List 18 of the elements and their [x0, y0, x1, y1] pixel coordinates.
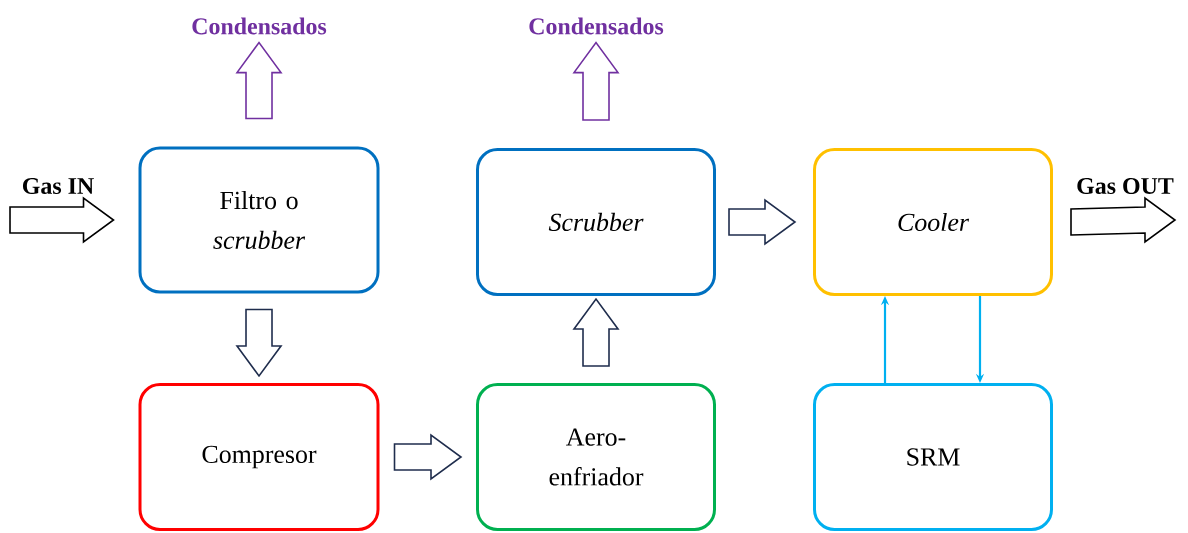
condensate-label: Condensados — [529, 17, 664, 35]
process-box: Scrubber — [476, 148, 716, 296]
process-box: Aero- enfriador — [476, 383, 716, 531]
process-box: Cooler — [813, 148, 1053, 296]
condensate-label: Condensados — [192, 17, 327, 35]
block-arrow — [393, 433, 463, 481]
process-box: Filtro o scrubber — [138, 146, 380, 294]
flow-label: Gas IN — [23, 177, 94, 195]
process-box: SRM — [813, 383, 1053, 531]
block-arrow — [1070, 196, 1177, 244]
process-box: Compresor — [138, 383, 380, 531]
block-arrow — [728, 198, 797, 246]
block-arrow — [235, 41, 283, 120]
flow-label: Gas OUT — [1077, 177, 1174, 195]
block-arrow — [572, 297, 620, 367]
block-arrow — [9, 196, 115, 244]
block-arrow — [572, 41, 620, 121]
block-arrow — [235, 308, 283, 378]
